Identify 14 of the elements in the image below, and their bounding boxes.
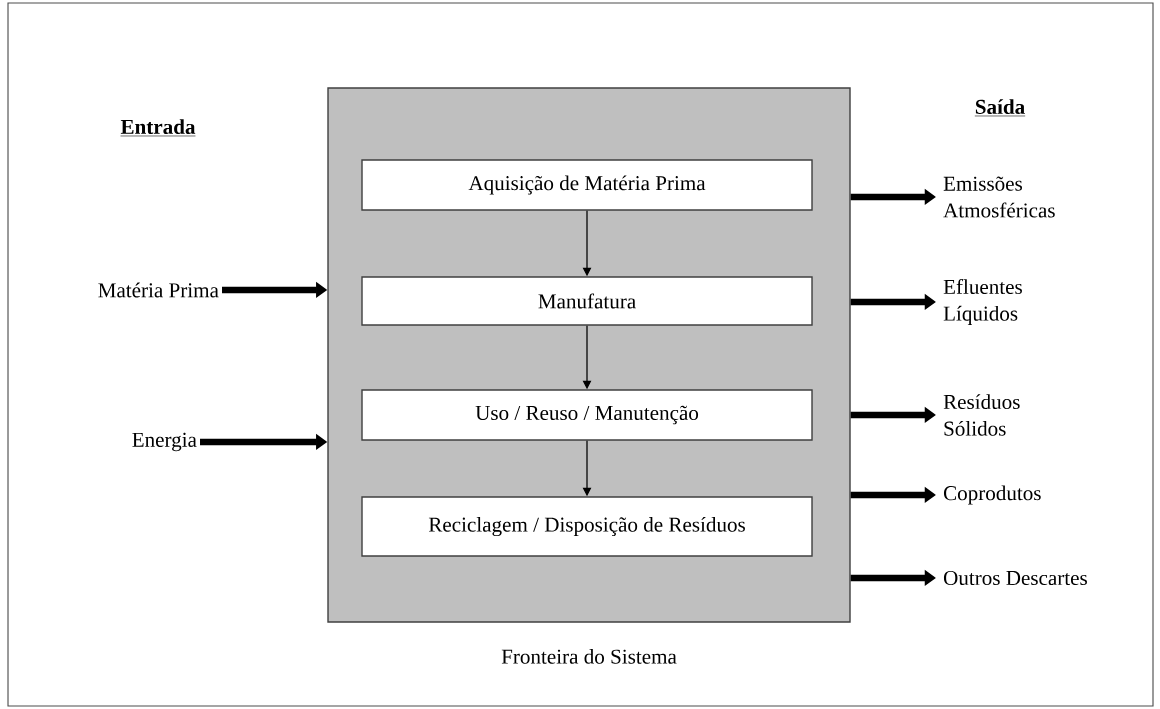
input-label: Energia	[132, 432, 197, 452]
process-box: Reciclagem / Disposição de Resíduos	[361, 496, 813, 557]
process-box: Aquisição de Matéria Prima	[361, 159, 813, 211]
output-label: Resíduos Sólidos	[943, 394, 1020, 436]
process-box: Uso / Reuso / Manutenção	[361, 389, 813, 441]
output-label: Outros Descartes	[943, 570, 1087, 586]
output-label: Coprodutos	[943, 485, 1041, 505]
column-heading: Saída	[974, 99, 1026, 117]
process-box: Manufatura	[361, 276, 813, 326]
output-label: Efluentes Líquidos	[943, 278, 1022, 325]
input-label: Matéria Prima	[98, 282, 219, 298]
boundary-label: Fronteira do Sistema	[501, 648, 677, 664]
column-heading: Entrada	[120, 119, 196, 137]
output-label: Emissões Atmosféricas	[943, 176, 1055, 218]
